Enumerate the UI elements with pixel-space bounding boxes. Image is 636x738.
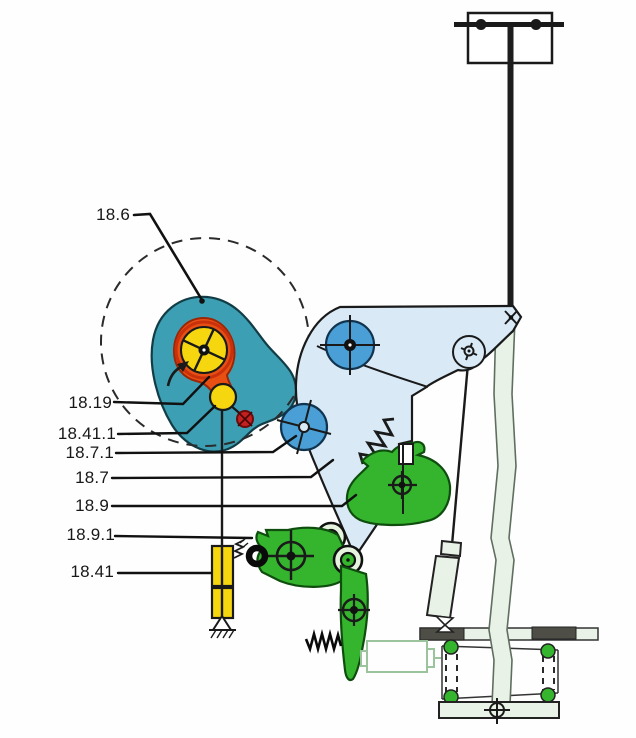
tension-cylinder-cap (439, 539, 463, 558)
bottom-rail (438, 698, 560, 724)
hanger-rod (507, 27, 514, 317)
callout-18-9: 18.9 (75, 496, 109, 515)
leader-18-7-1 (114, 434, 298, 455)
drive-wheel-hub-pin (202, 348, 206, 352)
harness-hanger (454, 11, 564, 317)
damper-anchor-spring (232, 539, 246, 559)
leader-18-6-dot (199, 298, 205, 304)
hanger-cross-bar (454, 22, 564, 27)
lower-spring (304, 628, 343, 655)
lever-pivot (504, 310, 518, 325)
joint-bowtie-bottom (434, 623, 456, 633)
bottom-rail-pivot (484, 698, 510, 724)
green-linkage (245, 440, 452, 682)
leader-18-41-1 (116, 404, 217, 436)
left-link-pivot (268, 530, 314, 580)
ground-symbol (209, 614, 236, 639)
stop-knob (236, 410, 254, 428)
callout-18-41-1: 18.41.1 (57, 424, 116, 443)
callout-18-6: 18.6 (96, 205, 130, 224)
frame-guide-dashes (445, 654, 555, 692)
damper-unit (209, 409, 249, 639)
guide-block (398, 443, 414, 465)
frame-top-rail-right-pad (531, 626, 577, 640)
callout-18-7: 18.7 (75, 468, 109, 487)
callout-18-9-1: 18.9.1 (66, 525, 115, 544)
leader-18-7 (110, 458, 335, 480)
tension-cylinder-body (425, 554, 461, 620)
dashpot (360, 640, 441, 673)
leader-18-6 (132, 212, 204, 302)
return-spring (358, 417, 395, 465)
arm-end-pulley (460, 342, 478, 361)
leader-lines (110, 212, 358, 575)
cam-unit (100, 237, 310, 453)
joint-bowtie-top (433, 614, 455, 627)
callout-18-19: 18.19 (68, 393, 112, 412)
hanger-right-pin (530, 19, 542, 30)
left-link (255, 526, 347, 588)
tension-cylinder (425, 539, 463, 633)
dashpot-body (366, 640, 428, 673)
lower-link-pivot (338, 594, 370, 626)
callout-18-41: 18.41 (70, 562, 114, 581)
heald-frame-bar (488, 318, 517, 706)
upper-link (345, 440, 452, 527)
rotation-arrow-head (177, 361, 189, 372)
pull-rod (450, 351, 471, 546)
dashpot-right-fitting (426, 648, 435, 668)
eyelet-ring (245, 544, 269, 568)
upper-pulley (320, 315, 380, 375)
leader-18-19 (112, 375, 211, 406)
eccentric-ring (174, 320, 234, 380)
leader-18-9-1 (113, 534, 254, 540)
leader-18-9 (110, 493, 358, 508)
upper-link-pivot (388, 471, 417, 499)
hanger-left-pin (475, 19, 487, 30)
callout-18-7-1: 18.7.1 (65, 443, 114, 462)
